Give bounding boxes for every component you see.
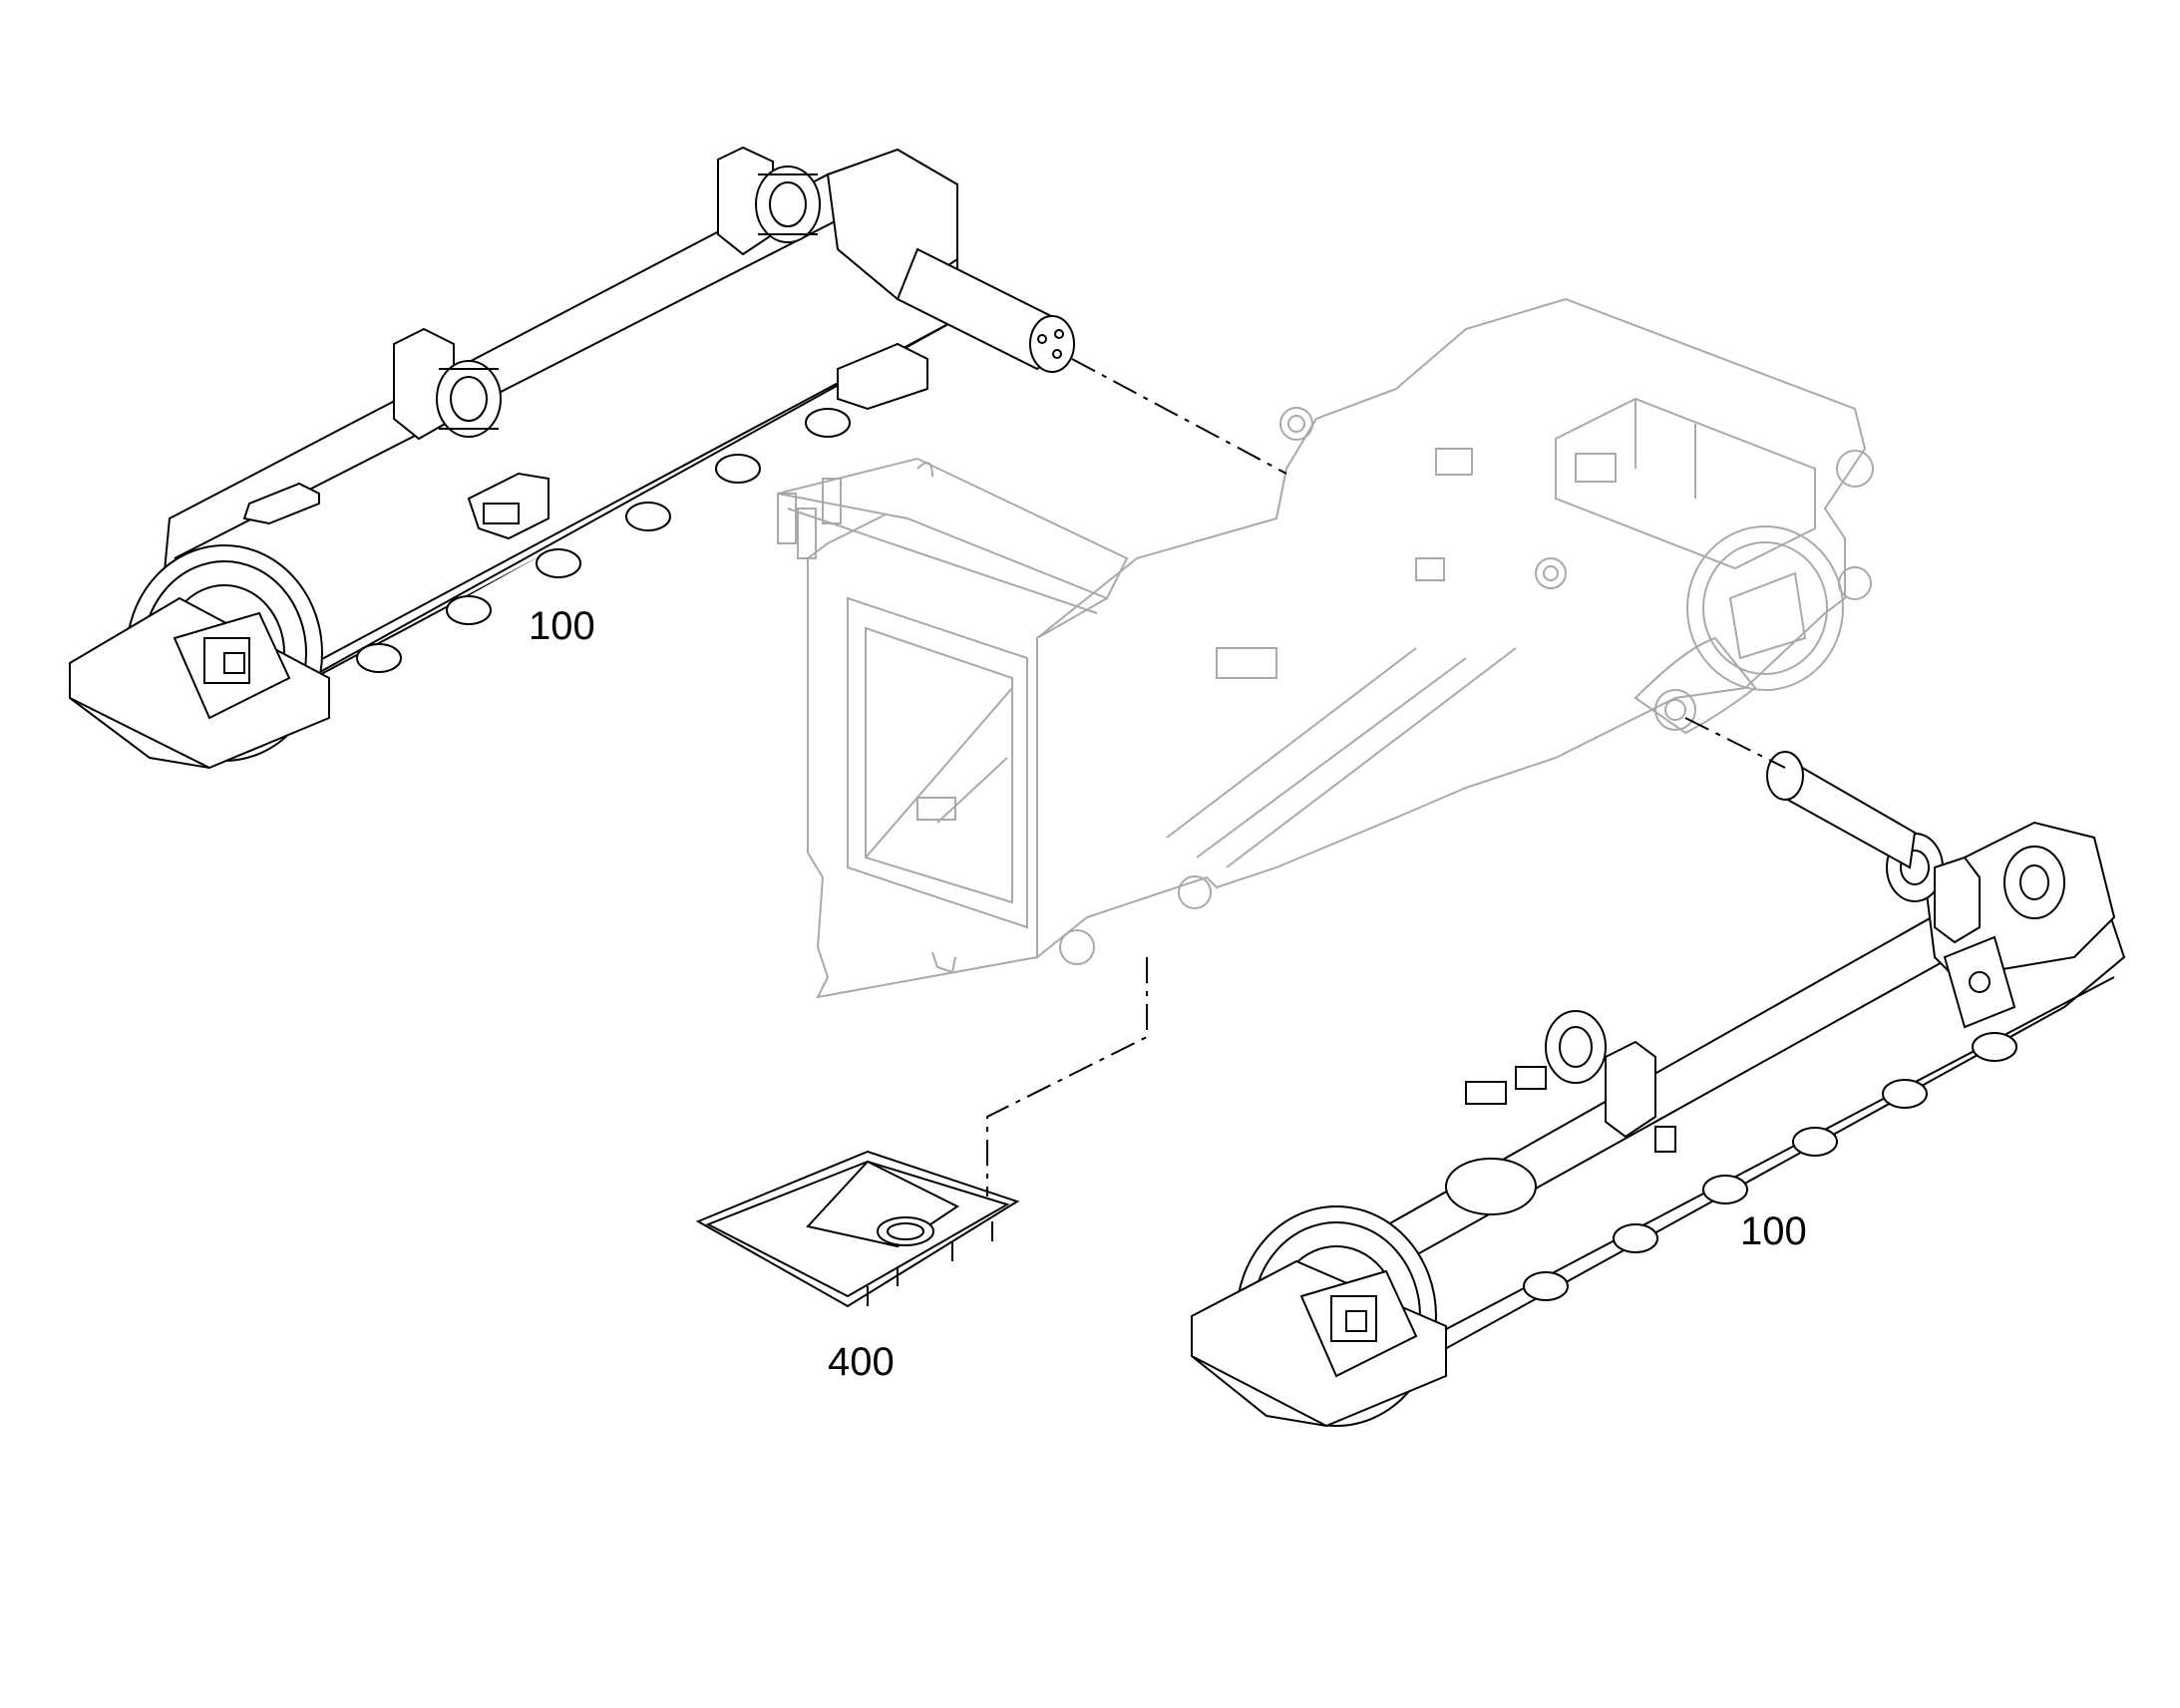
left-track-frame-assembly bbox=[69, 146, 1075, 770]
leader-lines bbox=[986, 358, 1786, 1196]
callout-center-plate: 400 bbox=[828, 1340, 895, 1384]
leader-right-axle bbox=[1684, 717, 1786, 769]
callout-left-track-frame: 100 bbox=[529, 604, 595, 648]
leader-center-plate bbox=[986, 957, 1148, 1196]
leader-left-axle bbox=[1071, 358, 1287, 475]
right-track-frame-assembly bbox=[1191, 751, 2126, 1428]
center-plate-part bbox=[695, 1150, 1020, 1308]
carbody-frame bbox=[777, 297, 1874, 999]
callout-right-track-frame: 100 bbox=[1740, 1209, 1807, 1253]
